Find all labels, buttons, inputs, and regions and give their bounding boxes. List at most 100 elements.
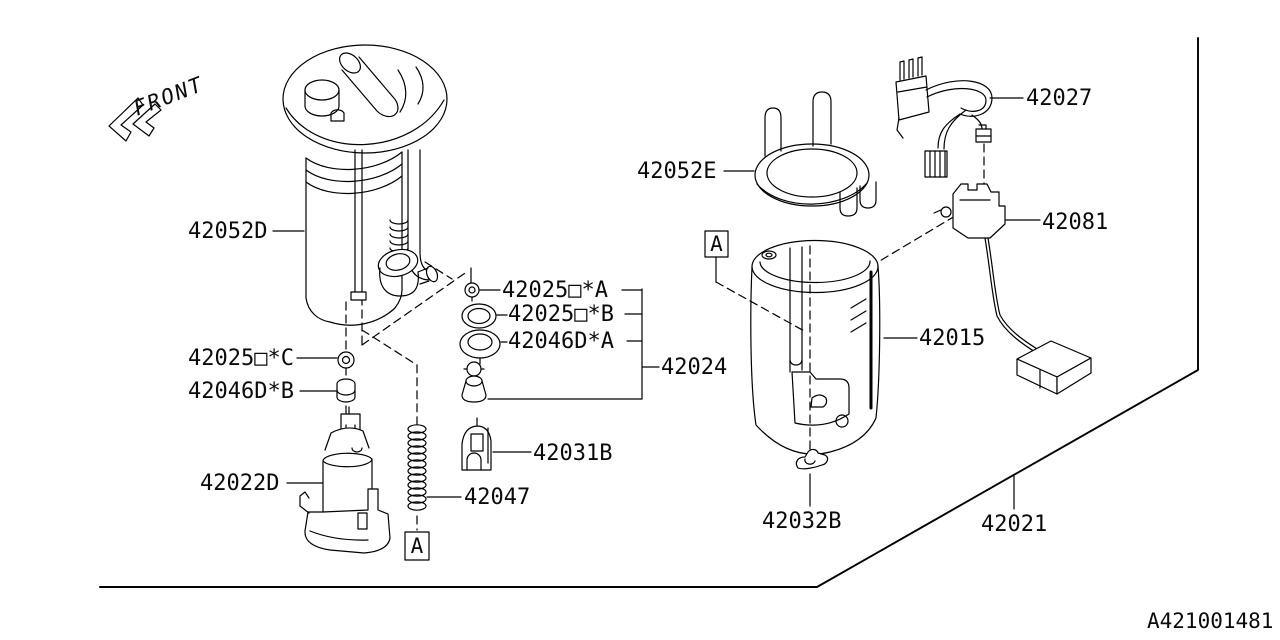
wire-branch — [972, 115, 982, 129]
label-42025B: 42025□*B — [508, 302, 614, 327]
leader-42025B — [497, 314, 642, 315]
fuel-tank-outline — [100, 38, 1198, 587]
float-arm — [985, 238, 1042, 355]
cup-hatch — [851, 299, 866, 332]
filter-body — [462, 426, 491, 470]
retainer-tab-left — [765, 108, 781, 156]
cup-body — [751, 266, 880, 454]
label-42025A: 42025□*A — [502, 278, 608, 303]
part-labels: 42052D 42025□*C 42046D*B 42022D 42025□*A… — [188, 86, 1108, 537]
connector-detail — [897, 87, 927, 138]
cup-rim-hole-inner — [766, 253, 772, 257]
sender-body — [953, 184, 1005, 238]
retainer-tab-right2 — [860, 182, 876, 208]
pump-base — [305, 489, 390, 553]
detail-marker-upper: A — [705, 231, 728, 257]
float-side — [1057, 358, 1091, 394]
label-42032B: 42032B — [762, 509, 841, 534]
canister-bands — [306, 164, 402, 193]
cup-center-column — [790, 247, 802, 372]
dash-outlet — [425, 262, 452, 279]
lid-notch — [331, 110, 344, 121]
cup-bump — [811, 395, 827, 407]
label-42022D: 42022D — [200, 471, 279, 496]
seal-b-inner — [468, 309, 490, 324]
marker-box-upper — [705, 231, 728, 257]
label-42081: 42081 — [1042, 210, 1108, 235]
label-42021: 42021 — [981, 512, 1047, 537]
fuel-sender-drawing — [934, 184, 1091, 394]
seal-a-inner — [469, 287, 475, 293]
label-42031B: 42031B — [533, 441, 612, 466]
pump-body-rim — [323, 459, 372, 467]
filler-neck-cap — [336, 49, 365, 77]
lid-port — [305, 80, 339, 100]
label-42024: 42024 — [661, 355, 727, 380]
front-label: FRONT — [130, 72, 207, 121]
cushion-a-inner — [468, 334, 492, 350]
filter-arch — [467, 453, 481, 470]
module-lid — [283, 45, 447, 153]
wire-1 — [926, 81, 992, 117]
retainer-ring — [755, 144, 869, 206]
cup-rim-back — [752, 241, 878, 267]
sender-screw — [941, 207, 951, 217]
label-42015: 42015 — [919, 326, 985, 351]
pump-left-tab — [300, 492, 309, 513]
cup-hole — [836, 415, 848, 427]
bellows-tube — [390, 220, 408, 252]
regulator-set-drawing — [460, 268, 500, 402]
wire-2 — [927, 89, 986, 112]
retainer-drawing — [755, 92, 876, 216]
leader-lines — [273, 98, 1040, 509]
label-42046DB: 42046D*B — [188, 379, 294, 404]
spring-drawing — [408, 425, 426, 510]
branch-connector-detail — [976, 125, 991, 136]
retainer-tab-top — [813, 92, 831, 146]
fuel-pump-module-drawing — [283, 45, 447, 325]
clip-part — [796, 449, 827, 468]
outlet-flange — [375, 246, 420, 281]
lower-connector-hatch — [930, 151, 945, 177]
seal-c-part-inner — [343, 357, 350, 364]
retainer-band — [757, 183, 867, 204]
cup-rim-inner — [760, 261, 870, 283]
label-42027: 42027 — [1026, 86, 1092, 111]
cushion-b-part — [337, 379, 355, 402]
label-42046DA: 42046D*A — [508, 329, 614, 354]
tank-edge — [100, 38, 1198, 587]
clip-detail — [805, 459, 815, 464]
fuel-pump-drawing — [300, 407, 390, 553]
lid-port-side — [305, 90, 339, 116]
regulator-top — [466, 381, 482, 386]
label-42052D: 42052D — [188, 219, 267, 244]
spring-coils — [408, 425, 426, 510]
cup-rim-front — [752, 266, 878, 292]
marker-letter-lower: A — [411, 534, 424, 558]
front-arrow: FRONT — [109, 72, 207, 141]
pump-slot — [358, 513, 367, 529]
cup-column-notch — [790, 360, 802, 365]
retainer-tab-right1 — [840, 188, 857, 216]
filter-window — [471, 434, 483, 451]
cushion-b-detail — [337, 390, 355, 395]
marker-letter-upper: A — [710, 232, 723, 256]
front-arrow-icon — [109, 98, 143, 141]
pump-body — [323, 453, 372, 513]
front-arrow-icon-2 — [133, 104, 161, 136]
canister-top — [306, 152, 402, 169]
check-valve-lines — [418, 268, 429, 284]
regulator-ring — [467, 362, 481, 376]
guide-rod — [355, 150, 362, 292]
label-42025C: 42025□*C — [188, 346, 294, 371]
detail-marker-lower: A — [405, 532, 429, 560]
filter-drawing — [462, 418, 491, 470]
pump-cap — [325, 428, 369, 450]
canister-bottom — [306, 290, 402, 325]
module-lid-rim — [286, 100, 444, 145]
retainer-ring-inner — [767, 149, 857, 197]
seal-c-part — [338, 352, 354, 368]
outlet-body — [380, 268, 419, 296]
